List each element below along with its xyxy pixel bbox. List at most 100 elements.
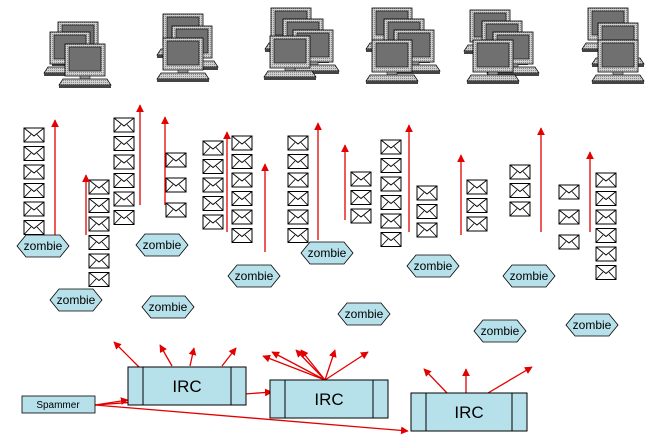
zombie-shape [337,302,391,326]
envelope-icon [350,171,372,187]
envelope-icon [88,235,110,250]
envelope-icon [595,172,617,188]
zombie-label: zombie [57,293,96,307]
zombie-label: zombie [308,246,347,260]
envelope-icon [380,213,402,229]
zombie-group: zombie zombie zombie zombie zombie zombie zomb… [16,233,619,343]
zombie-label: zombie [235,269,274,283]
irc-label: IRC [314,390,343,409]
irc-label: IRC [454,403,483,422]
envelope-icon [113,154,135,170]
envelope-icon [88,216,110,232]
zombie-label: zombie [345,307,384,321]
computer-icon [263,35,317,81]
zombie-label: zombie [573,318,612,332]
red-arrow [188,347,197,367]
zombie-label: zombie [143,238,182,252]
zombie-node: zombie [49,288,103,312]
envelope-icon [380,176,402,192]
zombie-node: zombie [227,264,281,288]
envelope-icon [558,209,580,225]
red-arrow [300,349,326,381]
envelope-icon [231,154,253,169]
envelope-icon [113,117,135,133]
envelope-icon [380,232,402,247]
envelope-icon [416,222,438,238]
red-arrow [487,366,533,394]
zombie-shape [406,254,460,278]
envelope-icon [88,272,110,287]
zombie-node: zombie [16,234,70,258]
zombie-shape [565,313,619,337]
envelope-icon [23,146,45,161]
zombie-node: zombie [141,295,195,319]
envelope-icon [595,228,617,243]
envelope-icon [113,210,135,225]
irc-server-box [269,379,389,419]
envelope-icon [231,191,253,206]
spammer-label: Spammer [36,400,80,411]
envelope-icon [287,228,309,243]
red-arrow [324,349,337,381]
zombie-label: zombie [481,324,520,338]
irc-server: IRC [410,392,528,432]
envelope-icon [88,179,110,195]
envelope-icon [165,202,187,218]
red-arrow [271,351,326,381]
computer-icon [591,39,645,85]
envelope-icon [416,185,438,201]
irc-label: IRC [172,377,201,396]
envelope-icon [595,191,617,206]
envelope-icon [231,172,253,188]
envelope-icon [202,140,224,156]
zombie-node: zombie [473,319,527,343]
irc-server: IRC [127,366,247,406]
envelope-icon [558,184,580,200]
envelope-icon [165,177,187,193]
envelope-icon [287,191,309,206]
envelope-icon [23,183,45,198]
zombie-shape [135,233,189,257]
envelope-icon [88,198,110,213]
red-arrow [94,404,409,435]
zombie-node: zombie [502,264,556,288]
zombie-shape [141,295,195,319]
envelope-icon [595,209,617,225]
envelope-icon [202,159,224,174]
zombie-node: zombie [337,302,391,326]
envelope-icon [509,164,531,180]
zombie-shape [49,288,103,312]
envelope-icon [165,152,187,168]
envelope-icon [287,154,309,169]
computer-icon [365,39,419,85]
zombie-shape [502,264,556,288]
envelope-icon [231,228,253,243]
envelope-icon [509,201,531,217]
zombie-label: zombie [149,300,188,314]
envelope-icon [466,216,488,232]
envelope-icon [287,172,309,188]
irc-server-box [410,392,528,432]
zombie-shape [227,264,281,288]
zombie-label: zombie [24,239,63,253]
zombie-node: zombie [135,233,189,257]
envelope-icon [231,135,253,151]
envelope-icon [23,201,45,217]
envelope-icon [466,179,488,195]
zombie-label: zombie [414,259,453,273]
envelope-icon [202,214,224,230]
irc-server-group: IRC IRC IRC [127,366,528,432]
zombie-node: zombie [565,313,619,337]
envelope-icon [113,173,135,188]
zombie-shape [300,241,354,265]
envelope-icon [23,220,45,235]
red-arrow [423,368,448,394]
envelope-icon [113,136,135,151]
envelope-icon [509,183,531,198]
red-arrow [159,344,173,367]
computer-group [43,7,645,89]
zombie-node: zombie [406,254,460,278]
red-arrow [262,354,326,381]
computer-icon [156,37,210,83]
